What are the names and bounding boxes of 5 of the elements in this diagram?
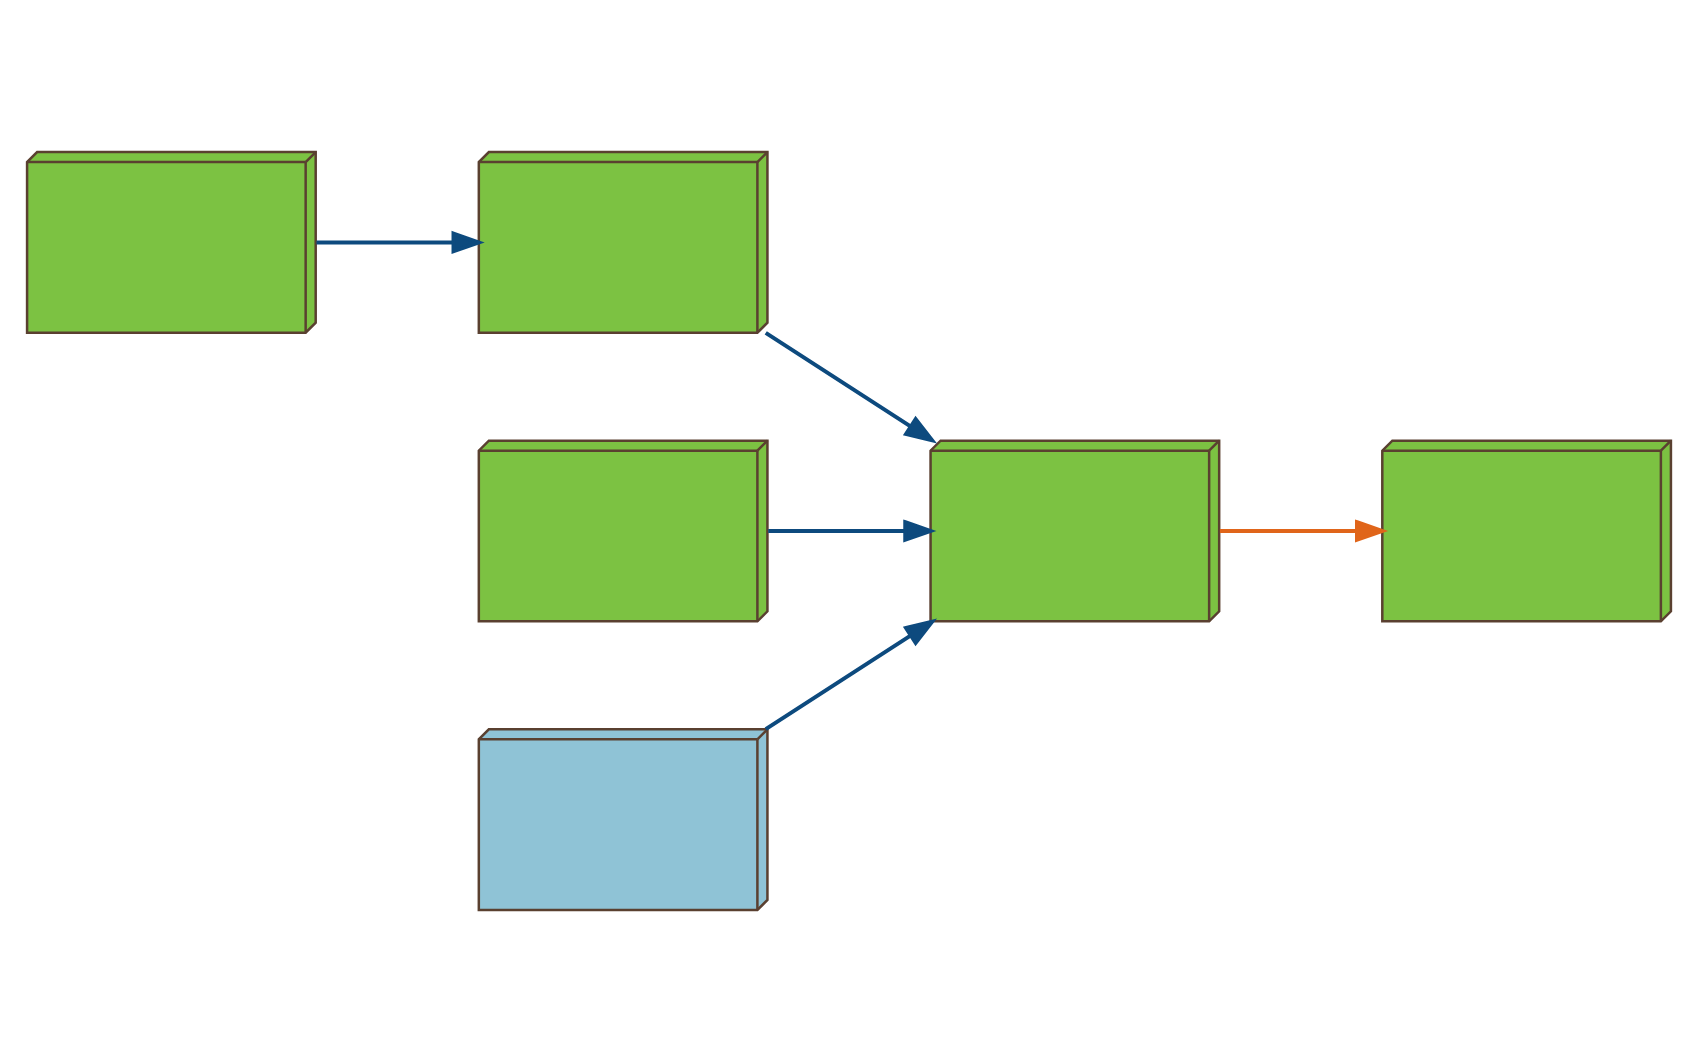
arrow: [764, 331, 938, 444]
arrow: [764, 618, 938, 731]
arrow: [768, 519, 937, 543]
arrow: [1219, 519, 1389, 543]
arrow: [316, 230, 485, 254]
